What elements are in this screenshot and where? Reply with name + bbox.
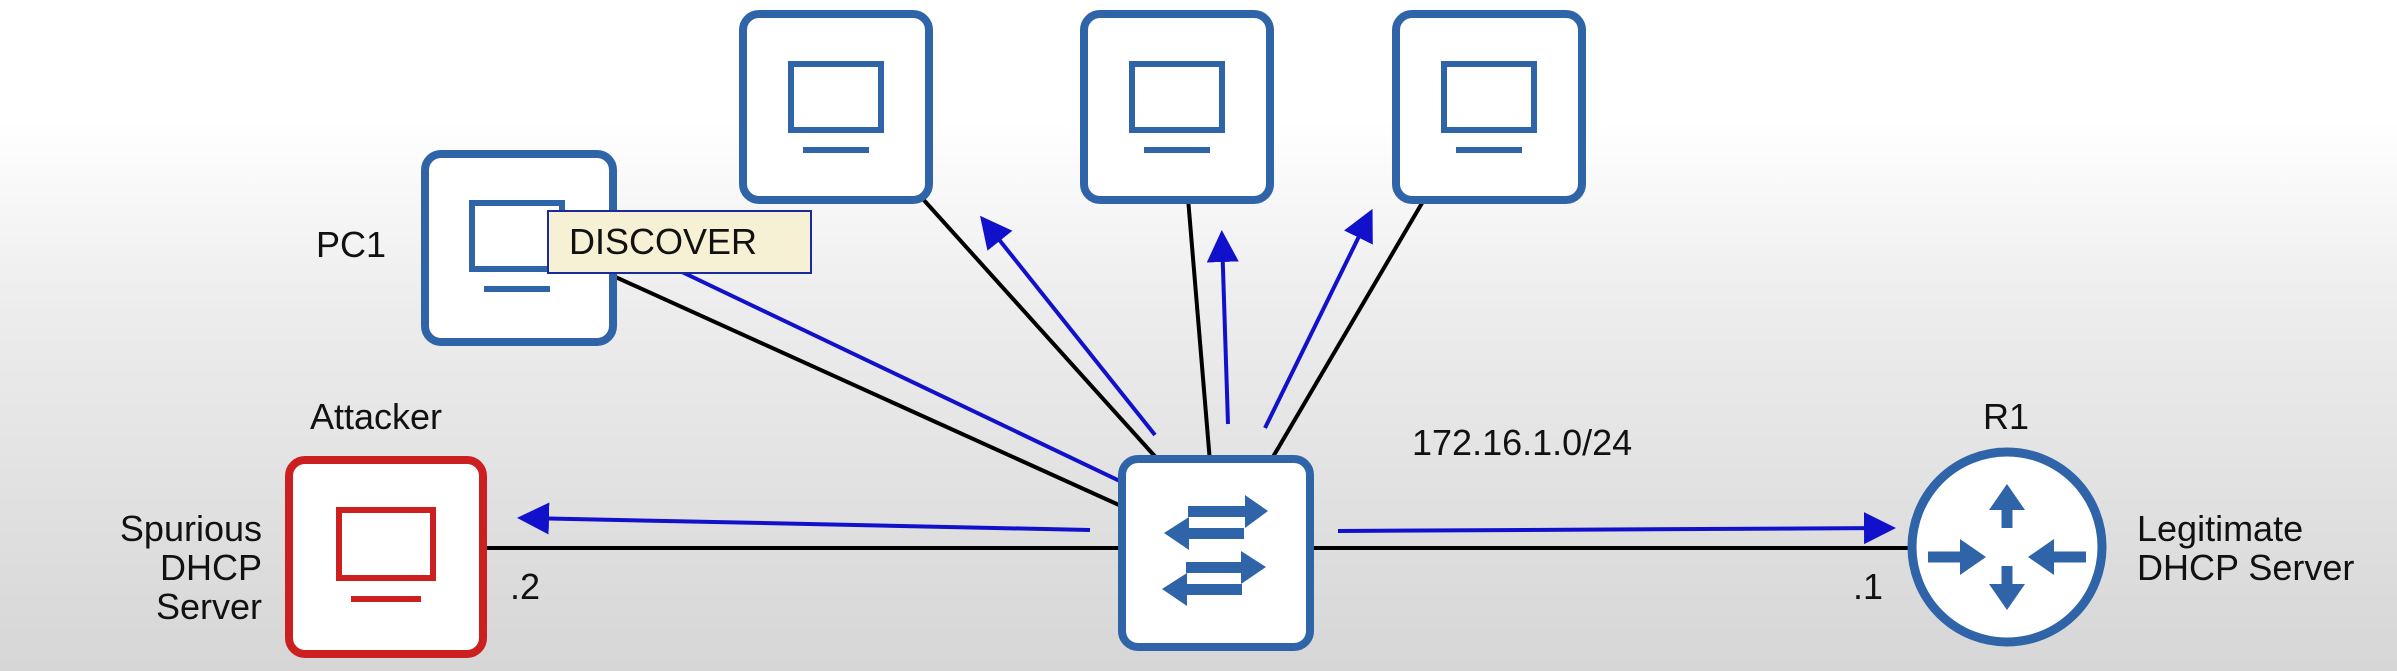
monitor-icon [1441,61,1537,153]
attacker-role-label: Spurious DHCP Server [119,508,262,627]
subnet-label: 172.16.1.0/24 [1412,422,1633,463]
r1-interface-label: .1 [1853,566,1884,607]
arrow-switch-to-pc2 [980,215,1157,437]
arrow-switch-to-pc4 [1263,208,1373,429]
link-pc3-switch [1186,197,1212,463]
monitor-icon [1129,61,1225,153]
switch-device [1118,455,1314,651]
arrow-switch-to-r1 [1337,512,1896,545]
r1-role-label: Legitimate DHCP Server [2137,508,2355,588]
arrow-switch-to-attacker [517,502,1091,535]
switch-arrows-icon [1162,495,1268,606]
link-pc1-switch [599,268,1131,512]
monitor-icon [788,61,884,153]
attacker-device [285,456,487,658]
r1-router [1907,447,2107,647]
discover-message-label: DISCOVER [547,210,812,274]
link-pc4-switch [1268,196,1427,464]
links [483,196,1908,550]
pc-top-2 [1080,10,1274,204]
attacker-interface-label: .2 [510,566,541,607]
discover-arrows [517,208,1896,545]
r1-label: R1 [1983,396,2030,437]
router-arrows-icon [1928,484,2086,610]
pc-top-1 [739,10,933,204]
pc-top-3 [1392,10,1586,204]
monitor-icon [336,507,436,602]
pc1-label: PC1 [316,224,387,265]
arrow-pc1-to-switch [681,270,1178,510]
link-pc2-switch [920,196,1162,464]
arrow-switch-to-pc3 [1206,230,1239,425]
attacker-label: Attacker [310,396,443,437]
